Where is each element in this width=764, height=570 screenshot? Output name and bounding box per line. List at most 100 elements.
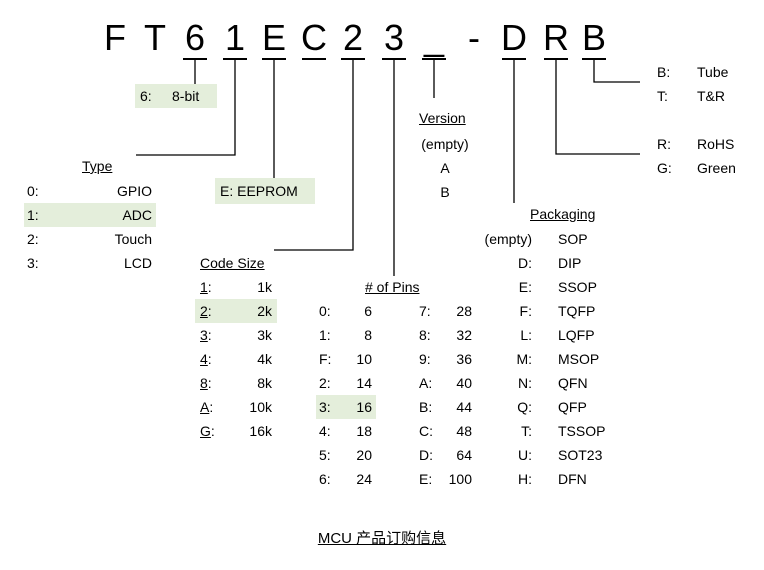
codesize-code: 1: (200, 279, 212, 295)
codesize-value: 16k (249, 423, 272, 439)
part-char: D (501, 17, 527, 58)
shipping-value-1: T&R (697, 88, 725, 104)
packaging-code: N: (518, 375, 532, 391)
type-code-1: 1: (27, 207, 39, 223)
codesize-code-letter: 4 (200, 351, 208, 367)
packaging-code: H: (518, 471, 532, 487)
part-char: F (104, 17, 126, 58)
packaging-value: QFN (558, 375, 588, 391)
codesize-code: A: (200, 399, 214, 415)
packaging-value: TSSOP (558, 423, 606, 439)
codesize-value: 2k (257, 303, 272, 319)
pins-value: 18 (356, 423, 372, 439)
eeprom-highlight (215, 178, 315, 204)
rohs-code-1: G: (657, 160, 672, 176)
pins-value: 32 (456, 327, 472, 343)
pins-code: F: (319, 351, 332, 367)
part-char-underline (341, 58, 365, 60)
pins-code: D: (419, 447, 433, 463)
packaging-value: QFP (558, 399, 587, 415)
part-char-underline (302, 58, 326, 60)
part-char-underline (223, 58, 247, 60)
packaging-code: U: (518, 447, 532, 463)
pins-code: C: (419, 423, 433, 439)
part-char-underline (262, 58, 286, 60)
part-char-underline (183, 58, 207, 60)
rohs-value-1: Green (697, 160, 736, 176)
shipping-code-0: B: (657, 64, 671, 80)
codesize-title: Code Size (200, 255, 265, 271)
pins-value: 24 (356, 471, 372, 487)
shipping-code-1: T: (657, 88, 668, 104)
codesize-code: 3: (200, 327, 212, 343)
pins-value: 44 (456, 399, 472, 415)
shipping-value-0: Tube (697, 64, 729, 80)
codesize-code: 8: (200, 375, 212, 391)
packaging-code: T: (521, 423, 532, 439)
part-char-underline (502, 58, 526, 60)
codesize-value: 1k (257, 279, 272, 295)
packaging-code: E: (518, 279, 532, 295)
part-char: - (468, 17, 480, 58)
version-item-0: (empty) (421, 136, 469, 152)
version-title: Version (419, 110, 466, 126)
part-char: T (144, 17, 166, 58)
pins-value: 100 (448, 471, 472, 487)
part-char-underline (422, 58, 446, 60)
packaging-code: D: (518, 255, 532, 271)
codesize-2k-highlight (195, 299, 277, 323)
part-char: 2 (342, 17, 364, 58)
pins-value: 28 (456, 303, 472, 319)
pins-code: 2: (319, 375, 331, 391)
part-char: 3 (383, 17, 405, 58)
part-char: B (581, 17, 606, 58)
pins-value: 6 (364, 303, 372, 319)
type-code-2: 2: (27, 231, 39, 247)
pins-code: 5: (319, 447, 331, 463)
codesize-code-letter: A (200, 399, 210, 415)
packaging-value: MSOP (558, 351, 600, 367)
codesize-code: 2: (200, 303, 212, 319)
packaging-code: F: (519, 303, 532, 319)
caption: MCU 产品订购信息 (317, 530, 447, 547)
pins-code: 8: (419, 327, 431, 343)
codesize-value: 10k (249, 399, 272, 415)
codesize-value: 8k (257, 375, 272, 391)
packaging-value: SSOP (558, 279, 597, 295)
pins-16-highlight (316, 395, 376, 419)
bits-value: 8-bit (172, 88, 200, 104)
packaging-code: (empty) (484, 231, 532, 247)
part-char-underline (382, 58, 406, 60)
packaging-code: L: (520, 327, 532, 343)
part-char: 6 (184, 17, 206, 58)
memory-label: E: EEPROM (220, 183, 298, 199)
codesize-code-letter: 1 (200, 279, 208, 295)
codesize-code-letter: 2 (200, 303, 208, 319)
part-char: C (301, 17, 327, 58)
codesize-value: 4k (257, 351, 272, 367)
part-char-underline (544, 58, 568, 60)
part-char: E (261, 17, 286, 58)
pins-value: 48 (456, 423, 472, 439)
pins-value: 40 (456, 375, 472, 391)
codesize-code: 4: (200, 351, 212, 367)
pins-code: A: (419, 375, 433, 391)
codesize-value: 3k (257, 327, 272, 343)
bits-code: 6: (140, 88, 152, 104)
packaging-value: SOP (558, 231, 588, 247)
bits-highlight (135, 84, 217, 108)
codesize-code-letter: 8 (200, 375, 208, 391)
type-title: Type (82, 158, 113, 174)
pins-code: 4: (319, 423, 331, 439)
packaging-code: Q: (517, 399, 532, 415)
pins-code: B: (419, 399, 433, 415)
pins-value: 64 (456, 447, 472, 463)
part-char: R (543, 17, 569, 58)
pins-code: 7: (419, 303, 431, 319)
pins-value: 20 (356, 447, 372, 463)
type-code-3: 3: (27, 255, 39, 271)
type-value-1: ADC (122, 207, 152, 223)
part-char: _ (423, 17, 445, 58)
